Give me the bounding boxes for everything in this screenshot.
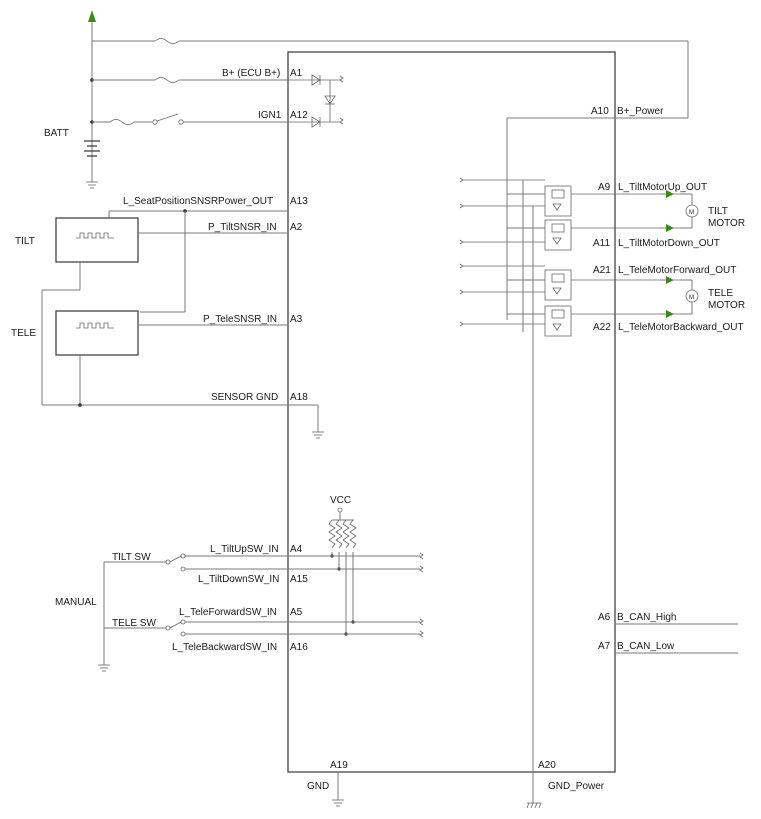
tele-back-out-label: L_TeleMotorBackward_OUT (618, 322, 744, 333)
tele-sensor-pulse-icon (76, 322, 114, 329)
pin-a5-label: A5 (290, 607, 303, 618)
tilt-sensor-in-label: P_TiltSNSR_IN (208, 222, 277, 233)
fuse-main-icon (154, 38, 180, 44)
power-section: BATT B+ (ECU B+) A1 IGN1 A12 A10 B+_Powe… (44, 10, 689, 320)
motor-driver-section: M M A9 L_TiltMotorUp_OUT A11 L_TiltMotor… (459, 177, 745, 772)
internal-diode-network (288, 74, 344, 128)
tele-motor-label-2: MOTOR (708, 300, 745, 311)
tilt-down-out-label: L_TiltMotorDown_OUT (618, 238, 720, 249)
pin-a15-label: A15 (290, 574, 308, 585)
relay-block-tele-backward (544, 305, 680, 337)
pin-a21-label: A21 (593, 265, 611, 276)
pin-a16-label: A16 (290, 642, 308, 653)
gnd-label: GND (307, 781, 329, 792)
can-section: A6 B_CAN_High A7 B_CAN_Low (598, 612, 738, 654)
gnd-power-icon (526, 802, 542, 809)
ecu-module-box (287, 51, 616, 773)
power-out-label: L_SeatPositionSNSRPower_OUT (123, 196, 273, 207)
ign1-label: IGN1 (258, 110, 282, 121)
pin-a3-label: A3 (290, 314, 303, 325)
tilt-sensor-box (55, 217, 139, 263)
pin-a13-label: A13 (290, 196, 308, 207)
tilt-down-sw-label: L_TiltDownSW_IN (198, 574, 279, 585)
batt-label: BATT (44, 128, 69, 139)
pin-a11-label: A11 (593, 238, 610, 249)
sensor-section: TILT TELE L_SeatPositionSNSRPower_OUT A1… (11, 196, 324, 439)
ground-section: A19 A20 GND GND_Power (307, 760, 605, 809)
tele-sw-label: TELE SW (112, 618, 156, 629)
pin-a9-label: A9 (598, 182, 611, 193)
pin-a6-label: A6 (598, 612, 611, 623)
sensor-ground-icon (312, 431, 324, 439)
pin-a2-label: A2 (290, 222, 303, 233)
vcc-label: VCC (330, 495, 351, 506)
pin-a10-label: A10 (591, 106, 609, 117)
can-low-label: B_CAN_Low (617, 641, 675, 652)
pin-a20-label: A20 (538, 760, 556, 771)
pin-a22-label: A22 (593, 322, 611, 333)
tilt-motor-label-2: MOTOR (708, 218, 745, 229)
tilt-motor-label-1: TILT (708, 206, 728, 217)
can-high-label: B_CAN_High (617, 612, 676, 623)
pin-a19-label: A19 (330, 760, 348, 771)
ignition-switch-icon (156, 113, 179, 122)
sensor-gnd-label: SENSOR GND (211, 392, 278, 403)
relay-block-tilt-up (544, 185, 680, 217)
fuse-ign-icon (109, 119, 135, 125)
switch-ground-icon (98, 664, 110, 672)
manual-label: MANUAL (55, 597, 97, 608)
battery-supply-arrow-icon (88, 10, 96, 22)
tele-sensor-label: TELE (11, 328, 36, 339)
tele-fwd-out-label: L_TeleMotorForward_OUT (618, 265, 736, 276)
tilt-sensor-label: TILT (15, 236, 35, 247)
tele-motor-label-1: TELE (708, 288, 733, 299)
gnd-power-label: GND_Power (548, 781, 605, 792)
tele-sensor-in-label: P_TeleSNSR_IN (203, 314, 277, 325)
pin-a1-label: A1 (290, 68, 303, 79)
svg-text:M: M (689, 295, 694, 301)
tele-sensor-box (55, 310, 139, 356)
tilt-sensor-pulse-icon (76, 232, 114, 239)
pin-a18-label: A18 (290, 392, 308, 403)
pin-a7-label: A7 (598, 641, 611, 652)
tilt-sw-label: TILT SW (112, 552, 151, 563)
gnd-icon (332, 799, 344, 807)
b-plus-label: B+ (ECU B+) (222, 68, 280, 79)
tele-fwd-sw-label: L_TeleForwardSW_IN (179, 607, 277, 618)
battery-icon (84, 140, 100, 189)
tilt-up-sw-label: L_TiltUpSW_IN (210, 544, 279, 555)
svg-text:M: M (689, 210, 694, 216)
tilt-up-out-label: L_TiltMotorUp_OUT (618, 182, 707, 193)
b-power-label: B+_Power (617, 106, 664, 117)
pin-a12-label: A12 (290, 110, 308, 121)
switch-section: VCC MANUAL TILT SW TELE SW L_TiltUpSW_IN… (55, 495, 424, 672)
fuse-ecu-b-icon (154, 77, 180, 83)
tilt-switch-icon (169, 555, 182, 563)
tele-back-sw-label: L_TeleBackwardSW_IN (172, 642, 277, 653)
tele-switch-icon (169, 621, 182, 629)
pin-a4-label: A4 (290, 544, 303, 555)
